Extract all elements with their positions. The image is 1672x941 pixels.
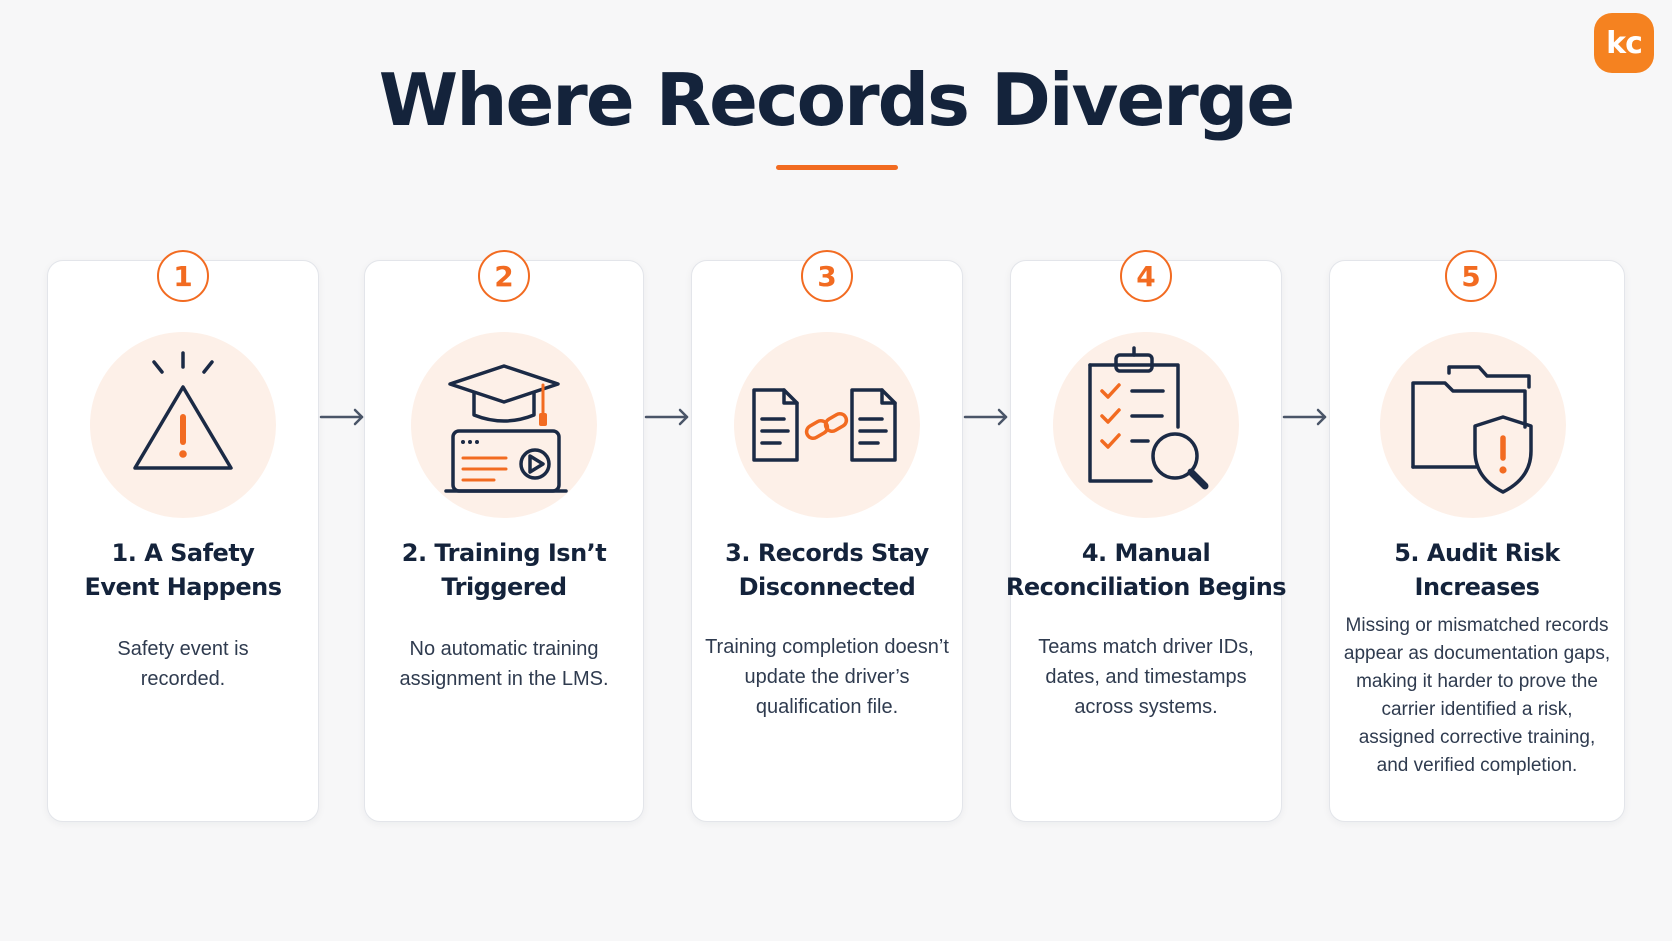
step-description-2: No automatic training assignment in the … bbox=[399, 638, 609, 690]
step-number-badge-1: 1 bbox=[157, 250, 209, 302]
icon-circle-5 bbox=[1380, 332, 1566, 518]
step-number-badge-3: 3 bbox=[801, 250, 853, 302]
graduation-cap-video-icon bbox=[444, 364, 568, 493]
arrow-right-icon bbox=[644, 408, 689, 426]
arrow-right-icon bbox=[963, 408, 1008, 426]
folder-shield-icon bbox=[1411, 365, 1533, 494]
arrow-right-icon bbox=[319, 408, 364, 426]
clipboard-magnifier-icon bbox=[1088, 346, 1209, 490]
step-description-1: Safety event is recorded. bbox=[117, 638, 249, 690]
step-number-badge-2: 2 bbox=[478, 250, 530, 302]
icon-circle-2 bbox=[411, 332, 597, 518]
step-number-badge-5: 5 bbox=[1445, 250, 1497, 302]
warning-triangle-icon bbox=[133, 351, 233, 470]
title-underline bbox=[776, 165, 898, 170]
step-description-3: Training completion doesn’t update the d… bbox=[705, 636, 949, 718]
brand-logo: kc bbox=[1594, 13, 1654, 73]
page-title: Where Records Diverge bbox=[378, 58, 1295, 142]
step-description-4: Teams match driver IDs, dates, and times… bbox=[1038, 636, 1254, 718]
step-number-badge-4: 4 bbox=[1120, 250, 1172, 302]
broken-link-documents-icon bbox=[752, 388, 897, 462]
arrow-right-icon bbox=[1282, 408, 1327, 426]
step-description-5: Missing or mismatched records appear as … bbox=[1343, 615, 1611, 776]
